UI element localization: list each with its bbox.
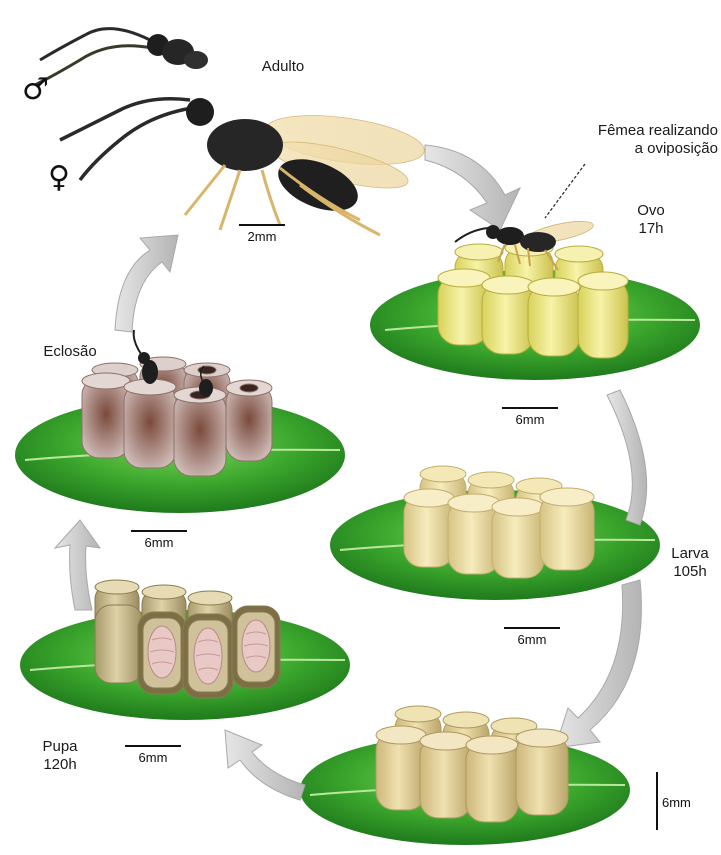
- stage-label-egg: Ovo 17h: [626, 202, 676, 238]
- pupa-stage-name: Pupa: [30, 738, 90, 756]
- scale-bar-line: [239, 224, 285, 226]
- scale-bar-emergence: 6mm: [124, 530, 194, 550]
- scale-bar-line: [131, 530, 187, 532]
- scale-bar-label: 6mm: [516, 412, 545, 427]
- scale-bar-adult: 2mm: [232, 224, 292, 244]
- egg-stage-time: 17h: [626, 220, 676, 238]
- stage-label-larva: Larva 105h: [662, 545, 718, 581]
- late-larva-stage-cluster: [376, 706, 568, 822]
- egg-stage-cluster: [438, 240, 628, 358]
- arrow-pupa-to-emergence: [55, 520, 100, 610]
- stage-label-emergence: Eclosão: [30, 343, 110, 361]
- arrow-emergence-to-adult: [115, 235, 178, 332]
- arrow-egg-to-larva: [607, 390, 647, 525]
- female-adult-wasp: [60, 98, 427, 235]
- scale-bar-line: [504, 627, 560, 629]
- stage-label-adult: Adulto: [243, 58, 323, 76]
- arrow-late-to-pupa: [225, 730, 305, 800]
- scale-bar-label: 6mm: [139, 750, 168, 765]
- egg-stage-name: Ovo: [626, 202, 676, 220]
- scale-bar-egg: 6mm: [495, 407, 565, 427]
- annotation-line-2: a oviposição: [548, 140, 718, 158]
- scale-bar-label: 2mm: [248, 229, 277, 244]
- scale-bar-label: 6mm: [145, 535, 174, 550]
- annotation-leader-line: [540, 162, 590, 222]
- oviposition-annotation: Fêmea realizando a oviposição: [548, 122, 718, 158]
- scale-bar-late-larva: 6mm: [662, 795, 712, 810]
- emergence-stage-cluster: [82, 357, 272, 476]
- arrow-larva-to-late: [555, 580, 641, 748]
- annotation-line-1: Fêmea realizando: [548, 122, 718, 140]
- pupa-stage-time: 120h: [30, 756, 90, 774]
- female-symbol: ♀: [48, 160, 70, 195]
- scale-bar-late-larva-vertical: [656, 772, 658, 830]
- larva-stage-time: 105h: [662, 563, 718, 581]
- stage-label-pupa: Pupa 120h: [30, 738, 90, 774]
- scale-bar-pupa: 6mm: [118, 745, 188, 765]
- larva-stage-cluster: [404, 466, 594, 578]
- male-symbol: ♂: [22, 72, 49, 107]
- scale-bar-larva: 6mm: [497, 627, 567, 647]
- scale-bar-line: [502, 407, 558, 409]
- male-adult-wasp: [35, 29, 208, 85]
- larva-stage-name: Larva: [662, 545, 718, 563]
- scale-bar-label: 6mm: [518, 632, 547, 647]
- arrow-adult-to-egg: [425, 145, 520, 230]
- scale-bar-line: [125, 745, 181, 747]
